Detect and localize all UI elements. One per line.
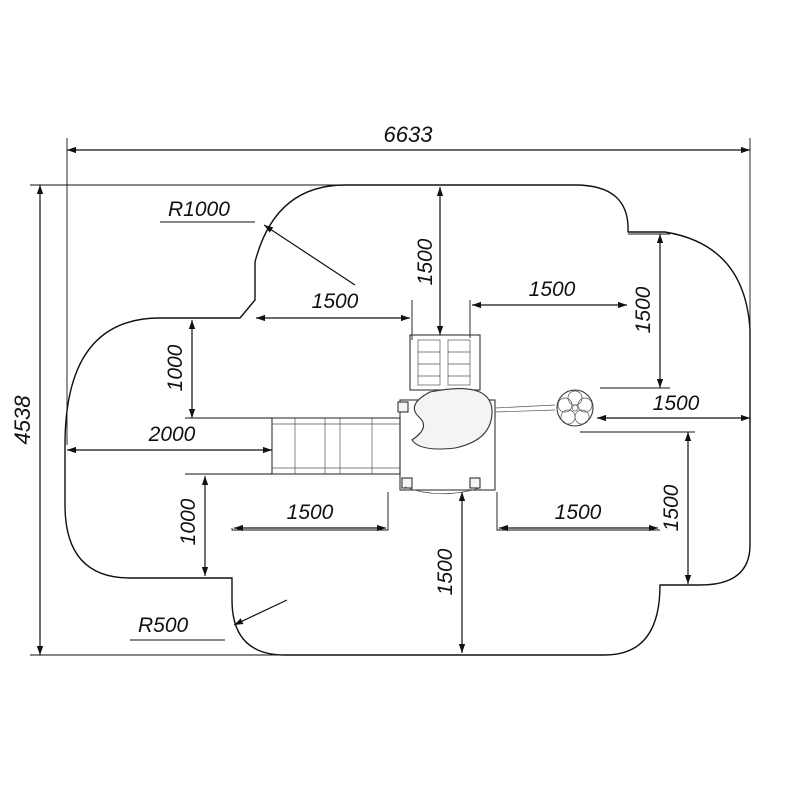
flower-ornament xyxy=(494,389,594,427)
dim-bottom-right-width: 1500 xyxy=(555,501,602,524)
dim-bottom-center-height: 1500 xyxy=(434,548,457,595)
dim-overall-width: 6633 xyxy=(384,122,434,147)
slide-chute xyxy=(271,417,401,475)
leader-r500 xyxy=(233,599,288,626)
tower-platform xyxy=(409,334,481,391)
radius-small-label: R500 xyxy=(138,614,189,637)
dim-top-right-width: 1500 xyxy=(529,278,576,301)
ladder-left xyxy=(417,339,441,386)
dim-overall-height: 4538 xyxy=(10,395,35,445)
dim-left-upper-height: 1000 xyxy=(164,344,187,391)
radius-large-label: R1000 xyxy=(168,198,230,221)
slide xyxy=(271,417,401,475)
dim-right-middle-width: 1500 xyxy=(653,392,700,415)
dim-top-left-width: 1500 xyxy=(312,290,359,313)
dim-slide-length: 2000 xyxy=(148,423,196,446)
dim-left-lower-height: 1000 xyxy=(177,498,200,545)
play-tower xyxy=(397,334,496,495)
dim-top-platform-height: 1500 xyxy=(414,238,437,285)
dim-right-lower-height: 1500 xyxy=(660,484,683,531)
ladder-right xyxy=(447,339,471,386)
leader-r1000 xyxy=(263,224,356,286)
dim-right-upper-height: 1500 xyxy=(632,286,655,333)
tower-roof-leaf xyxy=(411,388,493,450)
dim-bottom-left-width: 1500 xyxy=(287,501,334,524)
safety-zone-outline xyxy=(64,184,751,656)
